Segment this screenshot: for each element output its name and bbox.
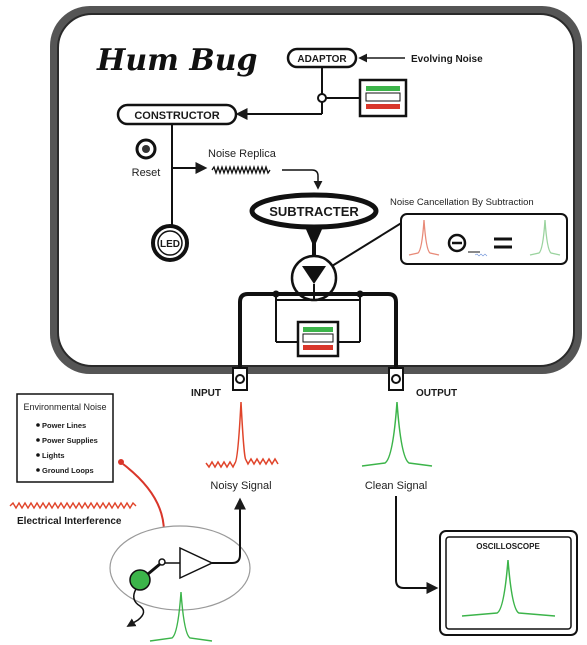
reset-label: Reset [132,167,161,179]
oscilloscope-screen [445,536,572,630]
electrical-interference-wave [9,501,137,510]
env-noise-item: Power Lines [42,421,86,430]
oscilloscope-trace [461,559,556,617]
env-noise-item: Power Supplies [42,436,98,445]
adaptor-label: ADAPTOR [297,54,347,65]
output-label: OUTPUT [416,388,457,399]
pickup-source [129,569,151,591]
led-label: LED [160,239,180,250]
noisy-signal-label: Noisy Signal [210,480,271,492]
noise-replica-wave [211,164,271,176]
device-panel [57,13,575,367]
noisy-signal-wave [205,401,279,469]
subtracter-label: SUBTRACTER [269,204,359,219]
source-wave [149,591,213,642]
constructor-label: CONSTRUCTOR [134,110,219,122]
clean-signal-wave [361,401,433,467]
to-oscilloscope-arrow [395,496,439,594]
adaptor-junction [317,93,327,103]
electrical-interference-label: Electrical Interference [17,516,122,527]
signal-path [238,292,398,368]
env-noise-box [16,393,114,483]
constructor-box [116,103,238,126]
oscilloscope-label: OSCILLOSCOPE [476,542,540,551]
input-label: INPUT [191,388,221,399]
cancellation-box [400,213,568,265]
env-noise-item: Lights [42,451,65,460]
clean-signal-label: Clean Signal [365,480,427,492]
noise-replica-label: Noise Replica [208,148,277,160]
env-noise-title: Environmental Noise [23,402,106,412]
amp-to-input-arrow [212,497,246,564]
cancellation-label: Noise Cancellation By Subtraction [390,197,534,208]
device-title: Hum Bug [96,43,258,78]
evolving-noise-label: Evolving Noise [411,54,483,65]
env-noise-item: Ground Loops [42,466,94,475]
